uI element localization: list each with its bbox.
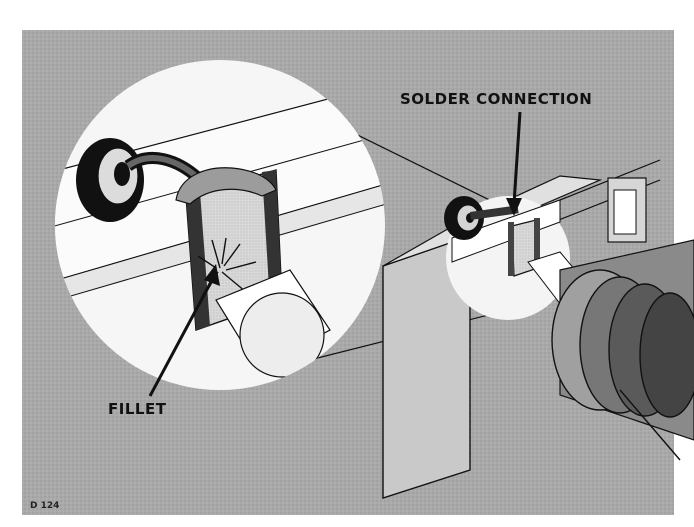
- fillet-label: FILLET: [108, 400, 167, 418]
- solder-connection-label: SOLDER CONNECTION: [400, 90, 592, 108]
- figure-code: D 124: [30, 501, 59, 511]
